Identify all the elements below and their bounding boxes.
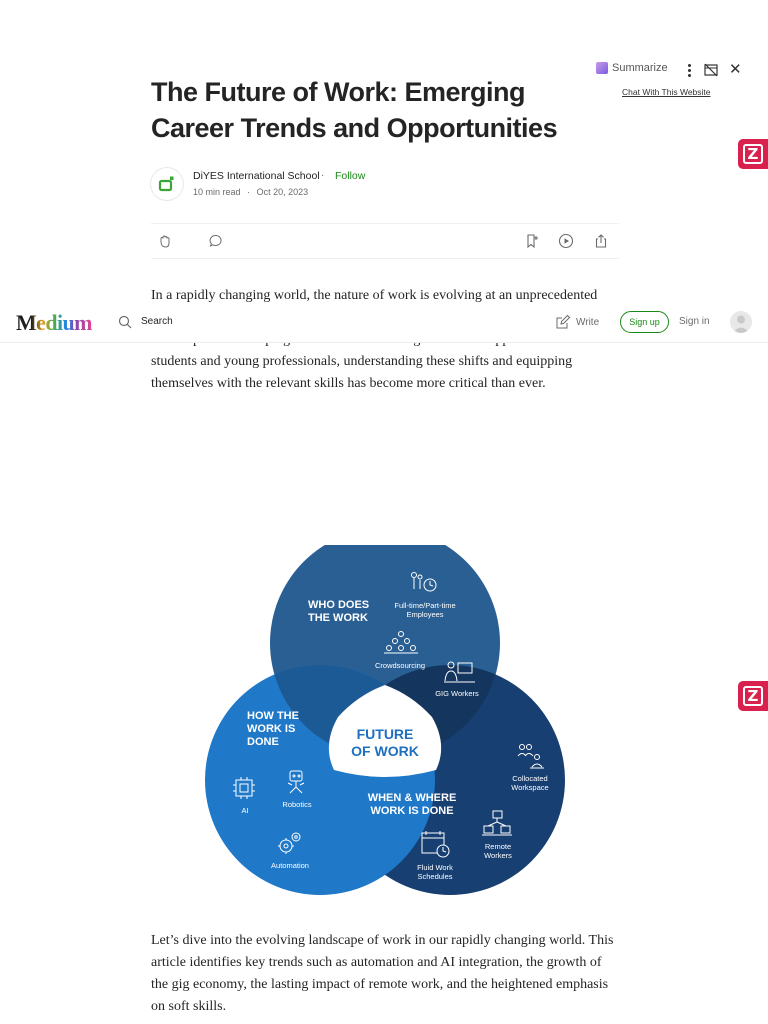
author-name[interactable]: DiYES International School xyxy=(193,170,320,182)
close-icon[interactable]: ✕ xyxy=(729,61,742,78)
how-item-3: Automation xyxy=(271,861,309,870)
summarize-label: Summarize xyxy=(612,62,668,74)
when-title-2: WORK IS DONE xyxy=(370,805,453,817)
sign-up-button[interactable]: Sign up xyxy=(620,311,669,333)
how-item-1: AI xyxy=(241,806,248,815)
collocated-workspace-icon xyxy=(517,744,544,769)
site-header: Medium Search Write Sign up Sign in xyxy=(0,302,768,343)
venn-diagram-svg: FUTURE OF WORK WHO DOES THE WORK Full-ti… xyxy=(205,528,565,895)
zotero-save-button[interactable]: Z xyxy=(738,139,768,169)
ai-chip-icon xyxy=(233,777,255,799)
summarize-widget: Summarize ✕ Chat With This Website xyxy=(596,62,746,102)
user-icon xyxy=(733,315,749,333)
write-icon xyxy=(556,314,571,329)
body-paragraph: Let’s dive into the evolving landscape o… xyxy=(151,933,614,1014)
clap-icon[interactable] xyxy=(157,233,173,249)
employees-icon xyxy=(411,572,437,592)
chat-with-website-link[interactable]: Chat With This Website xyxy=(622,87,711,97)
share-icon[interactable] xyxy=(593,233,609,249)
separator-dot: · xyxy=(321,170,325,181)
who-title-1: WHO DOES xyxy=(308,599,369,611)
who-title-2: THE WORK xyxy=(308,612,368,624)
when-item-2-line2: Workers xyxy=(484,851,512,860)
who-item-3: GIG Workers xyxy=(435,689,479,698)
medium-logo[interactable]: Medium xyxy=(16,310,92,335)
center-region xyxy=(328,685,442,777)
when-item-3-line2: Schedules xyxy=(417,872,452,881)
how-title-2: WORK IS xyxy=(247,723,295,735)
future-of-work-diagram: FUTURE OF WORK WHO DOES THE WORK Full-ti… xyxy=(200,528,570,900)
zotero-save-button-2[interactable]: Z xyxy=(738,681,768,711)
robotics-icon xyxy=(287,770,305,794)
listen-icon[interactable] xyxy=(558,233,574,249)
zotero-icon: Z xyxy=(743,144,763,164)
who-item-1-line1: Full-time/Part-time xyxy=(394,601,455,610)
article-title: The Future of Work: Emerging Career Tren… xyxy=(151,77,558,143)
read-time: 10 min read xyxy=(193,187,241,197)
who-item-2: Crowdsourcing xyxy=(375,661,425,670)
when-item-2-line1: Remote xyxy=(485,842,511,851)
publish-date: Oct 20, 2023 xyxy=(256,187,309,197)
fluid-schedule-calendar-icon xyxy=(421,831,450,858)
center-label-1: FUTURE xyxy=(357,726,414,742)
summarize-button[interactable]: Summarize xyxy=(596,62,668,74)
when-title-1: WHEN & WHERE xyxy=(368,792,457,804)
gig-workers-icon xyxy=(444,661,475,683)
author-avatar[interactable] xyxy=(151,168,183,200)
search-input[interactable]: Search xyxy=(141,316,173,327)
how-item-2: Robotics xyxy=(282,800,311,809)
automation-gear-icon xyxy=(278,832,301,854)
when-item-1-line1: Collocated xyxy=(512,774,547,783)
search-icon xyxy=(118,315,132,329)
who-item-1-line2: Employees xyxy=(406,610,443,619)
zotero-icon-2: Z xyxy=(743,686,763,706)
author-logo-icon xyxy=(158,176,174,192)
user-avatar[interactable] xyxy=(730,311,752,333)
how-title-1: HOW THE xyxy=(247,710,299,722)
write-label: Write xyxy=(576,316,600,328)
center-label-2: OF WORK xyxy=(351,743,419,759)
summarize-icon xyxy=(596,62,608,74)
remote-workers-icon xyxy=(482,810,512,836)
search-bar[interactable]: Search xyxy=(118,313,258,331)
when-item-3-line1: Fluid Work xyxy=(417,863,453,872)
article-action-bar xyxy=(151,223,619,259)
write-button[interactable]: Write xyxy=(555,314,599,330)
crowdsourcing-icon xyxy=(384,631,418,654)
follow-button[interactable]: Follow xyxy=(335,170,366,182)
article-meta: 10 min read · Oct 20, 2023 xyxy=(193,187,308,197)
more-options-icon[interactable] xyxy=(684,63,694,77)
bookmark-icon[interactable] xyxy=(524,233,540,249)
comment-icon[interactable] xyxy=(208,233,224,249)
how-title-3: DONE xyxy=(247,736,279,748)
sign-in-link[interactable]: Sign in xyxy=(679,316,710,327)
when-item-1-line2: Workspace xyxy=(511,783,548,792)
hide-sidebar-icon[interactable] xyxy=(704,63,718,77)
meta-separator: · xyxy=(247,187,251,197)
